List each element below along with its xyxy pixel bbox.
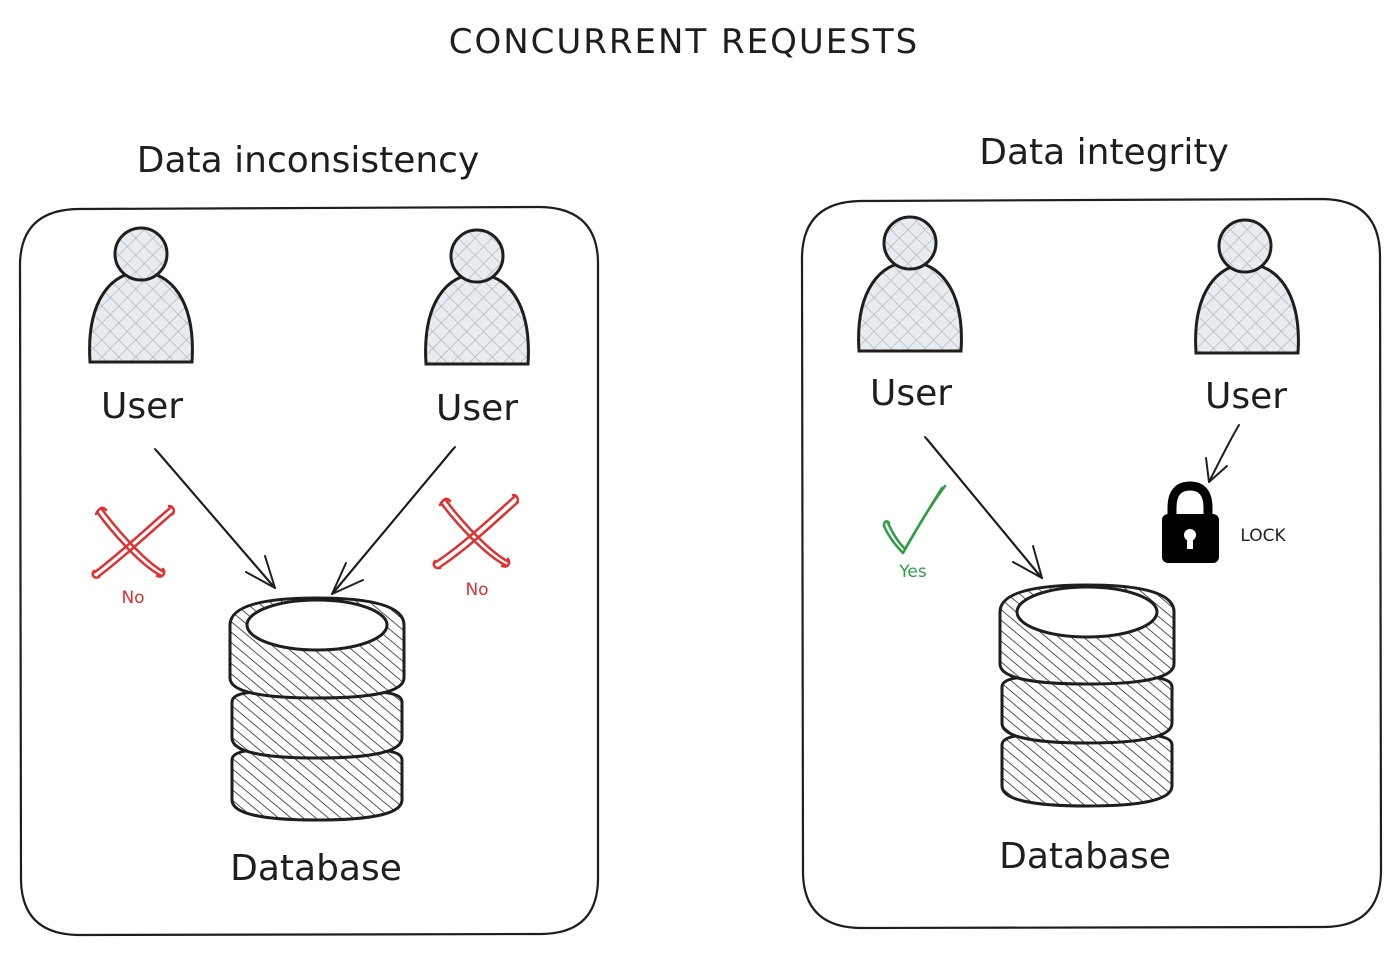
cross-icon bbox=[91, 504, 176, 579]
left-user-2-label: User bbox=[436, 388, 518, 429]
right-arrow-2 bbox=[1205, 424, 1240, 483]
right-user-2-status: LOCK bbox=[1240, 526, 1286, 546]
left-user-1-label: User bbox=[101, 386, 183, 427]
user-icon bbox=[857, 215, 963, 353]
left-panel: Data inconsistency User User bbox=[18, 140, 600, 937]
database-icon bbox=[228, 596, 406, 822]
right-user-1-label: User bbox=[870, 373, 952, 414]
left-user-1-status: No bbox=[121, 588, 144, 608]
left-arrow-1 bbox=[154, 448, 276, 589]
cross-icon bbox=[432, 493, 520, 570]
right-database-label: Database bbox=[999, 836, 1171, 877]
lock-icon bbox=[1162, 481, 1219, 563]
right-panel-title: Data integrity bbox=[979, 132, 1229, 173]
diagram-title: CONCURRENT REQUESTS bbox=[449, 22, 919, 62]
right-user-1-status: Yes bbox=[898, 562, 927, 582]
left-user-2-status: No bbox=[465, 580, 488, 600]
right-panel: Data integrity User User bbox=[800, 132, 1383, 930]
left-panel-title: Data inconsistency bbox=[137, 140, 480, 181]
left-arrow-2 bbox=[331, 446, 456, 595]
check-icon bbox=[882, 484, 947, 555]
user-icon bbox=[1194, 218, 1300, 355]
database-icon bbox=[998, 583, 1176, 808]
user-icon bbox=[88, 226, 194, 364]
right-user-2-label: User bbox=[1205, 376, 1287, 417]
left-database-label: Database bbox=[230, 848, 402, 889]
right-arrow-1 bbox=[924, 436, 1043, 579]
right-panel-border bbox=[800, 197, 1383, 930]
left-panel-border bbox=[18, 205, 600, 937]
user-icon bbox=[424, 228, 530, 366]
